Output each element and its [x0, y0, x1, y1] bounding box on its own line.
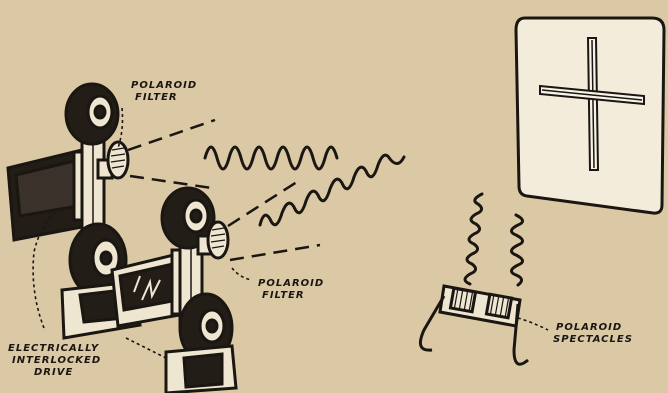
- lower-wave: [260, 155, 404, 225]
- projector-front: [112, 188, 236, 393]
- light-waves: [205, 147, 523, 285]
- label-polaroid-filter-top: POLAROID FILTER: [131, 80, 197, 104]
- upper-wave: [205, 147, 337, 169]
- spectacles-wave-right: [511, 215, 522, 285]
- label-polaroid-spectacles: POLAROID SPECTACLES: [553, 322, 633, 346]
- spectacles-wave-left: [465, 194, 482, 284]
- projection-screen: [516, 18, 664, 213]
- label-line: FILTER: [258, 290, 324, 302]
- label-line: SPECTACLES: [553, 334, 633, 346]
- label-line: POLAROID: [553, 322, 633, 334]
- label-line: INTERLOCKED: [8, 355, 101, 367]
- label-line: POLAROID: [258, 278, 324, 290]
- label-line: DRIVE: [8, 367, 101, 379]
- label-line: ELECTRICALLY: [8, 343, 101, 355]
- label-polaroid-filter-middle: POLAROID FILTER: [258, 278, 324, 302]
- label-line: POLAROID: [131, 80, 197, 92]
- label-line: FILTER: [131, 92, 197, 104]
- polaroid-spectacles: [420, 286, 528, 364]
- label-electrically-interlocked-drive: ELECTRICALLY INTERLOCKED DRIVE: [8, 343, 101, 379]
